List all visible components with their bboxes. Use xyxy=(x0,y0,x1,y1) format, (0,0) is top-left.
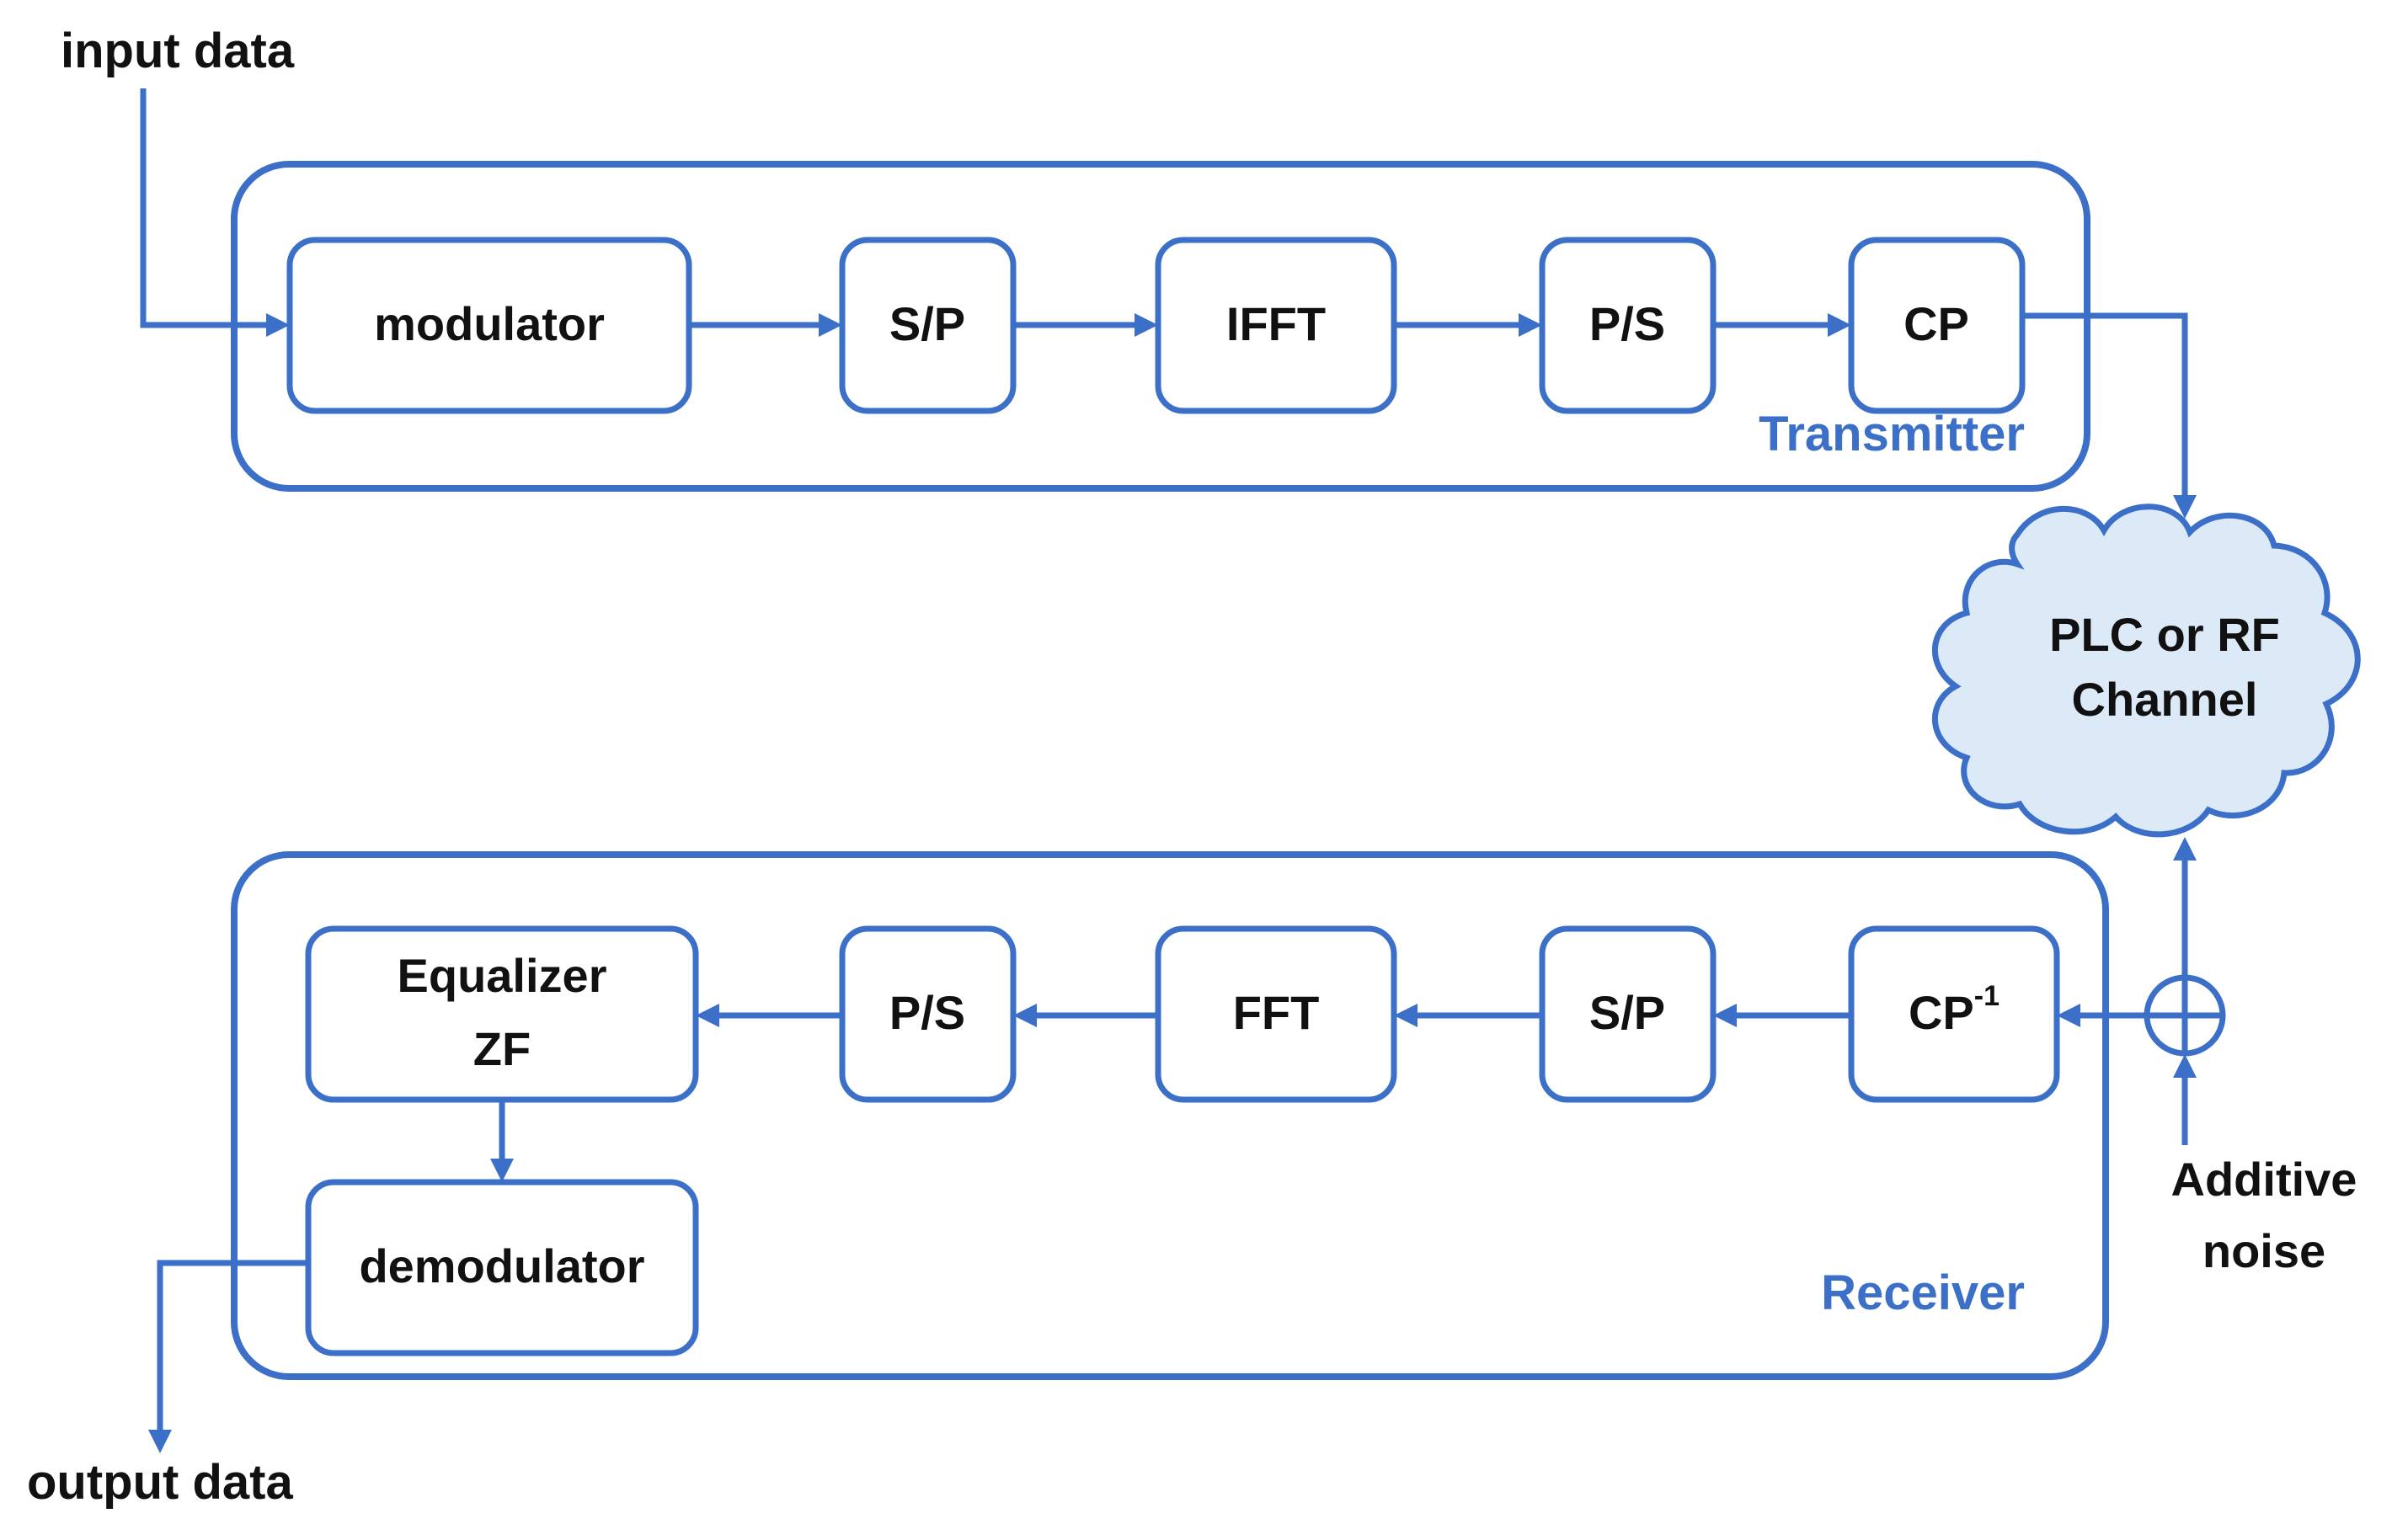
modulator-label: modulator xyxy=(374,297,605,350)
demodulator-label: demodulator xyxy=(359,1239,644,1292)
ifft-label: IFFT xyxy=(1226,297,1326,350)
arrowhead-into-equalizer xyxy=(696,1004,719,1027)
transmitter-label: Transmitter xyxy=(1759,407,2025,461)
rx-sp-label: S/P xyxy=(1589,986,1665,1039)
channel-label-line2: Channel xyxy=(2072,673,2258,726)
summing-junction xyxy=(2144,974,2226,1057)
arrowhead-into-rx-sp xyxy=(1713,1004,1737,1027)
tx-ps-label: P/S xyxy=(1589,297,1665,350)
fft-label: FFT xyxy=(1233,986,1320,1039)
arrowhead-into-channel-bottom xyxy=(2173,837,2197,861)
receiver-group xyxy=(231,851,2109,1380)
equalizer-block: Equalizer ZF xyxy=(305,925,699,1103)
tx-ps-block: P/S xyxy=(1539,237,1717,414)
fft-block: FFT xyxy=(1155,925,1397,1103)
arrowhead-into-cp-inverse xyxy=(2057,1004,2080,1027)
cp-block: CP xyxy=(1848,237,2026,414)
arrowhead-into-rx-ps xyxy=(1013,1004,1037,1027)
arrowhead-into-sum xyxy=(2173,1054,2197,1078)
equalizer-label-line1: Equalizer xyxy=(398,949,607,1002)
tx-sp-block: S/P xyxy=(839,237,1017,414)
channel-cloud: PLC or RF Channel xyxy=(1931,504,2361,838)
arrowhead-into-tx-ps xyxy=(1519,313,1542,337)
arrowhead-into-channel xyxy=(2173,495,2197,519)
noise-label-line2: noise xyxy=(2202,1224,2325,1277)
rx-ps-label: P/S xyxy=(889,986,965,1039)
output-data-label: output data xyxy=(27,1455,293,1510)
channel-label-line1: PLC or RF xyxy=(2049,608,2280,661)
rx-ps-block: P/S xyxy=(839,925,1017,1103)
wire-cp-to-channel xyxy=(2022,312,2188,497)
tx-sp-label: S/P xyxy=(889,297,965,350)
demodulator-block: demodulator xyxy=(305,1179,699,1356)
noise-label-line1: Additive xyxy=(2171,1153,2357,1206)
arrowhead-into-ifft xyxy=(1135,313,1158,337)
cp-inverse-block: CP-1 xyxy=(1848,925,2060,1103)
arrowhead-into-demodulator xyxy=(490,1159,514,1182)
output-wire xyxy=(157,1260,308,1431)
receiver-label: Receiver xyxy=(1821,1266,2025,1320)
arrowhead-into-modulator xyxy=(266,313,290,337)
ifft-block: IFFT xyxy=(1155,237,1397,414)
arrowhead-into-cp xyxy=(1828,313,1851,337)
rx-sp-block: S/P xyxy=(1539,925,1717,1103)
input-data-label: input data xyxy=(61,24,295,78)
input-wire xyxy=(140,88,268,328)
arrowhead-output xyxy=(148,1430,172,1453)
equalizer-label-line2: ZF xyxy=(473,1022,531,1075)
arrowhead-into-fft xyxy=(1394,1004,1418,1027)
arrowhead-into-tx-sp xyxy=(819,313,842,337)
cp-label: CP xyxy=(1903,297,1969,350)
cp-inverse-label: CP-1 xyxy=(1909,980,2000,1039)
modulator-block: modulator xyxy=(286,237,692,414)
